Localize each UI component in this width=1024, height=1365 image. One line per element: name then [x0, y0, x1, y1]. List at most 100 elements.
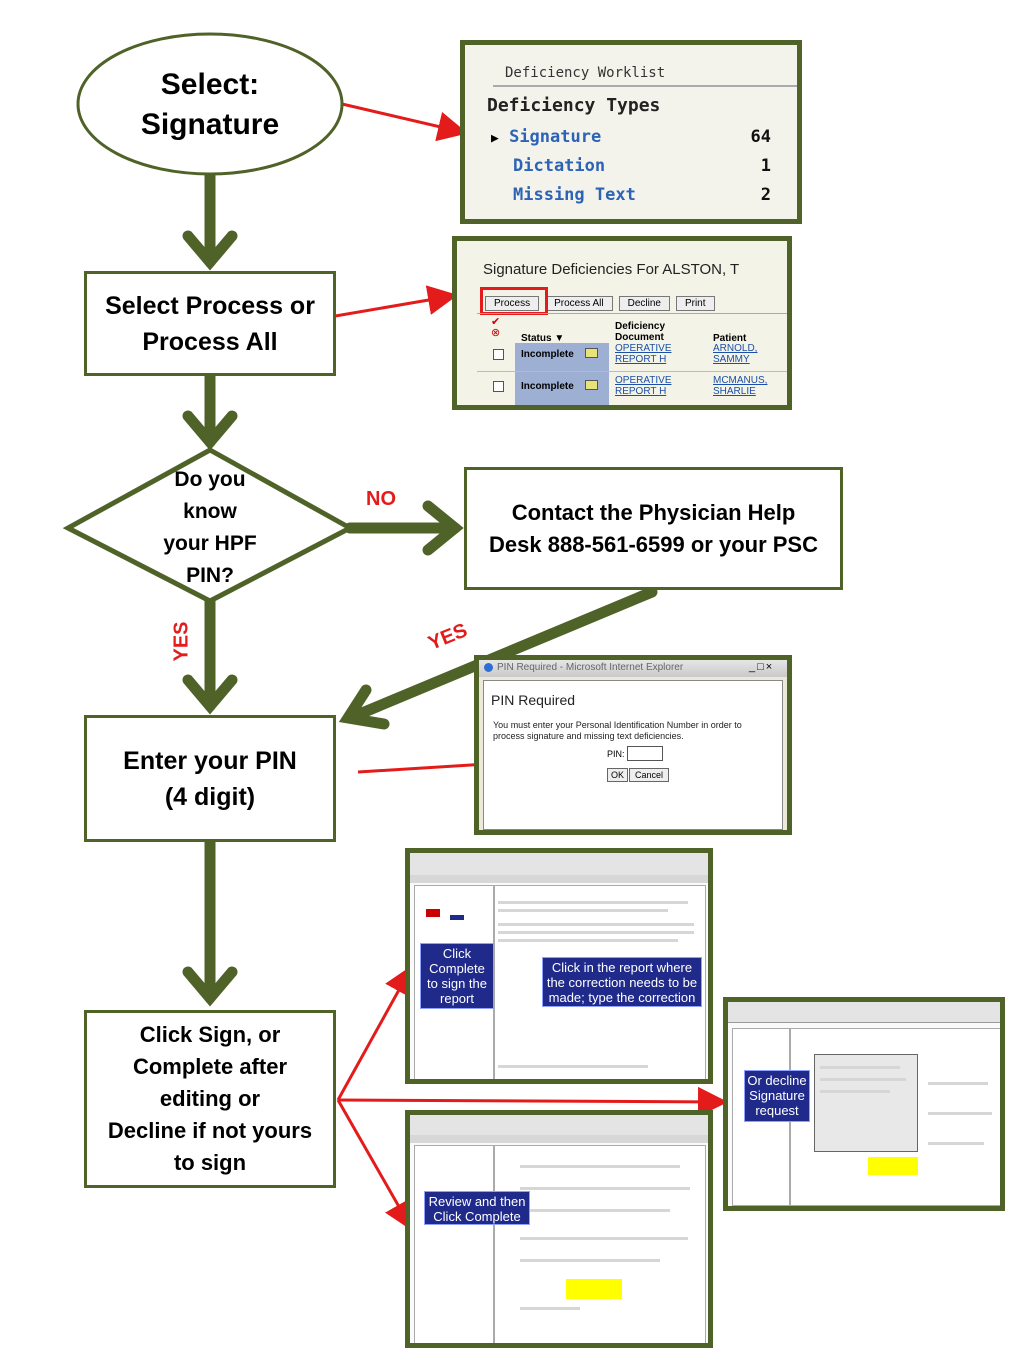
node-text: Contact the Physician Help	[511, 499, 796, 525]
node-text: your HPF	[163, 532, 257, 555]
patient-link[interactable]: ARNOLD,SAMMY	[713, 343, 757, 365]
review-screenshot: Review and then Click Complete	[405, 1110, 713, 1348]
callout-review: Review and then Click Complete	[424, 1191, 530, 1225]
worklist-tab: Deficiency Worklist	[505, 65, 666, 81]
toolbar	[410, 875, 708, 883]
deficiency-row-signature[interactable]: ▶ Signature 64	[491, 127, 771, 147]
node-text: Desk 888-561-6599 or your PSC	[489, 531, 818, 557]
pointer-review	[336, 1099, 413, 1232]
dialog-message-line: process signature and missing text defic…	[493, 731, 684, 741]
row-checkbox[interactable]	[493, 381, 504, 392]
text-line	[820, 1090, 890, 1093]
text-line	[820, 1066, 900, 1069]
document-column-header: Deficiency Document	[615, 321, 666, 343]
callout-line: Click	[442, 946, 472, 961]
callout-or-decline: Or decline Signature request	[744, 1070, 810, 1122]
arrow-head	[338, 684, 390, 730]
toolbar	[410, 1135, 708, 1143]
text-line	[820, 1078, 906, 1081]
deficiency-count: 1	[760, 156, 771, 176]
process-button[interactable]: Process	[485, 296, 540, 311]
node-text: Decline if not yours	[107, 1118, 313, 1143]
node-text: Enter your PIN	[123, 746, 297, 775]
window-controls[interactable]: _□×	[749, 661, 775, 673]
node-text: (4 digit)	[164, 782, 256, 811]
text-line	[520, 1187, 690, 1190]
deficiency-name: Signature	[509, 127, 602, 147]
row-checkbox[interactable]	[493, 349, 504, 360]
text-line	[498, 923, 694, 926]
dialog-titlebar	[479, 660, 787, 677]
note-icon	[585, 380, 598, 390]
text-line	[498, 1065, 648, 1068]
patient-line: SHARLIE	[713, 386, 756, 397]
deficiency-count: 64	[750, 127, 771, 147]
pin-input[interactable]	[627, 746, 663, 761]
document-pane	[494, 1145, 706, 1343]
callout-click-complete: Click Complete to sign the report	[420, 943, 494, 1009]
node-text: Complete after	[132, 1054, 288, 1079]
patient-link[interactable]: MCMANUS,SHARLIE	[713, 375, 767, 397]
arrow-head	[422, 500, 464, 556]
node-text: editing or	[159, 1086, 261, 1111]
callout-line: Review and then	[428, 1194, 526, 1209]
status-column-header[interactable]: Status ▼	[521, 333, 565, 344]
text-line	[520, 1209, 670, 1212]
print-button[interactable]: Print	[675, 296, 715, 311]
patient-line: MCMANUS,	[713, 375, 768, 386]
arrow-head	[182, 410, 238, 451]
text-line	[498, 909, 668, 912]
contact-help-desk-node: Contact the Physician Help Desk 888-561-…	[464, 467, 843, 590]
doc-line: OPERATIVE	[615, 343, 672, 354]
arrow-head	[182, 966, 238, 1007]
select-all-check-icon[interactable]: ✔⊗	[491, 316, 501, 339]
patient-line: SAMMY	[713, 354, 750, 365]
cancel-button[interactable]: Cancel	[629, 768, 670, 782]
arrow-head	[182, 674, 238, 715]
dialog-heading: PIN Required	[491, 692, 576, 708]
deficiency-row-missing-text[interactable]: Missing Text 2	[513, 185, 771, 205]
callout-line: request	[755, 1103, 799, 1118]
status-incomplete: Incomplete	[521, 381, 574, 392]
start-ellipse	[76, 32, 344, 176]
process-all-button[interactable]: Process All	[545, 296, 613, 311]
select-process-node: Select Process or Process All	[84, 271, 336, 376]
signature-deficiencies-screenshot: Signature Deficiencies For ALSTON, T Pro…	[452, 236, 792, 410]
table-divider	[477, 313, 787, 314]
app-header	[410, 853, 708, 876]
callout-line: Complete	[429, 961, 485, 976]
deficiency-types-screenshot: Deficiency Worklist Deficiency Types ▶ S…	[460, 40, 802, 224]
node-text: Signature	[140, 108, 280, 141]
doc-line: REPORT H	[615, 386, 667, 397]
signature-highlight	[566, 1279, 622, 1299]
selected-item[interactable]	[450, 915, 464, 920]
node-text: Select Process or	[105, 291, 315, 320]
text-line	[520, 1307, 580, 1310]
decline-button[interactable]: Decline	[618, 296, 670, 311]
deficiency-name: Missing Text	[513, 185, 636, 205]
node-text: Click Sign, or	[139, 1022, 281, 1047]
text-line	[498, 931, 694, 934]
arrow-head	[182, 230, 238, 271]
deficiency-name: Dictation	[513, 156, 606, 176]
row-marker: ▶	[491, 131, 499, 146]
decision-diamond	[62, 447, 356, 604]
note-icon	[585, 348, 598, 358]
callout-line: Click Complete	[433, 1209, 521, 1224]
deficiency-row-dictation[interactable]: Dictation 1	[513, 156, 771, 176]
ok-button[interactable]: OK	[607, 768, 629, 782]
complete-icon[interactable]	[426, 909, 440, 917]
app-header	[410, 1115, 708, 1136]
pin-required-dialog-screenshot: PIN Required - Microsoft Internet Explor…	[474, 655, 792, 835]
callout-line: Or decline	[747, 1073, 807, 1088]
patient-line: ARNOLD,	[713, 343, 758, 354]
callout-line: to sign the	[427, 976, 487, 991]
text-line	[928, 1112, 992, 1115]
action-buttons: Process Process All Decline Print	[485, 293, 721, 311]
decision-node: Do you know your HPF PIN?	[130, 464, 290, 592]
doc-line: REPORT H	[615, 354, 667, 365]
pointer-decline	[337, 1086, 728, 1117]
text-line	[520, 1259, 660, 1262]
